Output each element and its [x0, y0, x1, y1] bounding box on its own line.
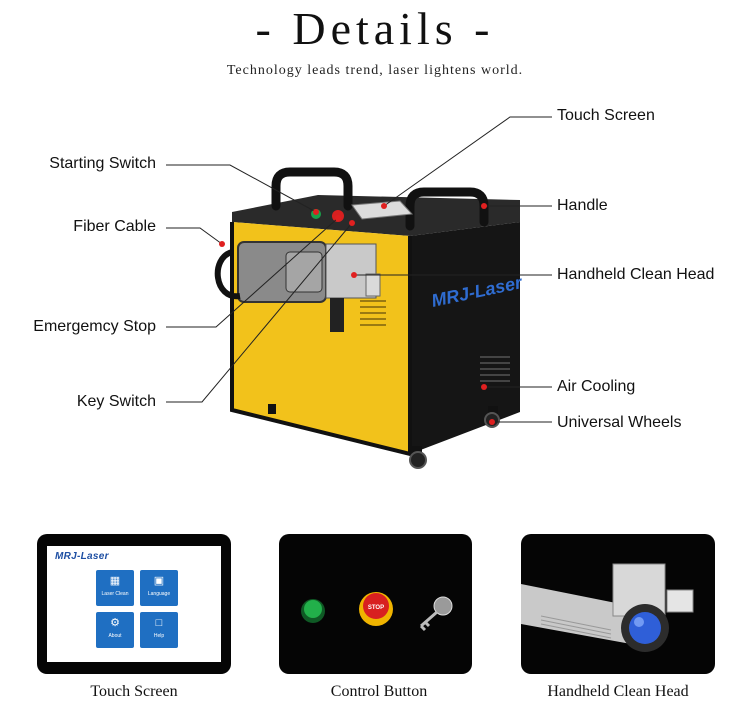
- tile-help[interactable]: □ Help: [140, 612, 178, 648]
- stop-button-label: STOP: [368, 605, 384, 611]
- help-icon: □: [155, 617, 163, 629]
- callout-emergency-stop: Emergemcy Stop: [33, 318, 156, 335]
- front-frame: [230, 222, 412, 457]
- caption-clean-head: Handheld Clean Head: [547, 683, 689, 700]
- caption-control-button: Control Button: [330, 683, 428, 700]
- touch-screen-display: MRJ-Laser ▦ Laser Clean ▣ Language ⚙ Abo…: [47, 546, 221, 662]
- cable-roll: [285, 251, 323, 293]
- touch-screen-panel: MRJ-Laser ▦ Laser Clean ▣ Language ⚙ Abo…: [37, 534, 231, 674]
- tile-language[interactable]: ▣ Language: [140, 570, 178, 606]
- side-vent: [480, 356, 510, 382]
- tile-laser-clean[interactable]: ▦ Laser Clean: [96, 570, 134, 606]
- callout-handheld-clean-head: Handheld Clean Head: [557, 266, 715, 283]
- callout-touch-screen: Touch Screen: [557, 107, 655, 124]
- control-button-illustration: STOP: [301, 592, 453, 632]
- arm-grooves: [540, 615, 612, 639]
- clean-head-nozzle: [365, 273, 381, 297]
- clean-head-illustration: [521, 563, 694, 652]
- caption-touch-screen: Touch Screen: [90, 683, 178, 700]
- grid-icon: ▦: [109, 575, 121, 587]
- leader-lines: [166, 116, 552, 423]
- callout-universal-wheels: Universal Wheels: [557, 414, 682, 431]
- callout-fiber-cable: Fiber Cable: [73, 218, 156, 235]
- language-icon: ▣: [153, 575, 165, 587]
- green-start-button: [304, 600, 322, 618]
- callout-air-cooling: Air Cooling: [557, 378, 636, 395]
- tile-laser-clean-label: Laser Clean: [101, 591, 129, 597]
- right-handle: [405, 187, 489, 231]
- lens-icon: [629, 612, 661, 644]
- callout-markers: [219, 203, 495, 425]
- page-title: - Details -: [255, 3, 495, 54]
- key-switch: [433, 596, 453, 616]
- tile-help-label: Help: [153, 633, 165, 639]
- clean-head-nozzle-side: [666, 589, 694, 613]
- machine-side-panel: [410, 222, 520, 454]
- key-icon: [419, 610, 438, 632]
- tile-language-label: Language: [147, 591, 171, 597]
- screen-brand-logo: MRJ-Laser: [55, 551, 109, 562]
- callout-key-switch: Key Switch: [76, 393, 156, 410]
- top-touch-screen: [351, 200, 414, 220]
- front-vent: [360, 300, 386, 326]
- tile-about-label: About: [108, 633, 122, 639]
- fiber-cable: [214, 249, 241, 300]
- left-handle: [271, 167, 353, 211]
- clean-head-grip: [330, 298, 344, 332]
- page-subtitle: Technology leads trend, laser lightens w…: [226, 63, 524, 78]
- lens-highlight: [634, 617, 644, 627]
- control-button-panel: STOP: [279, 534, 472, 674]
- clean-head-panel: [521, 534, 715, 674]
- machine-illustration: MRJ-Laser: [166, 116, 552, 469]
- stop-button: [363, 593, 389, 619]
- callout-handle: Handle: [557, 197, 608, 214]
- gear-icon: ⚙: [110, 617, 120, 629]
- tile-about[interactable]: ⚙ About: [96, 612, 134, 648]
- callout-starting-switch: Starting Switch: [49, 155, 156, 172]
